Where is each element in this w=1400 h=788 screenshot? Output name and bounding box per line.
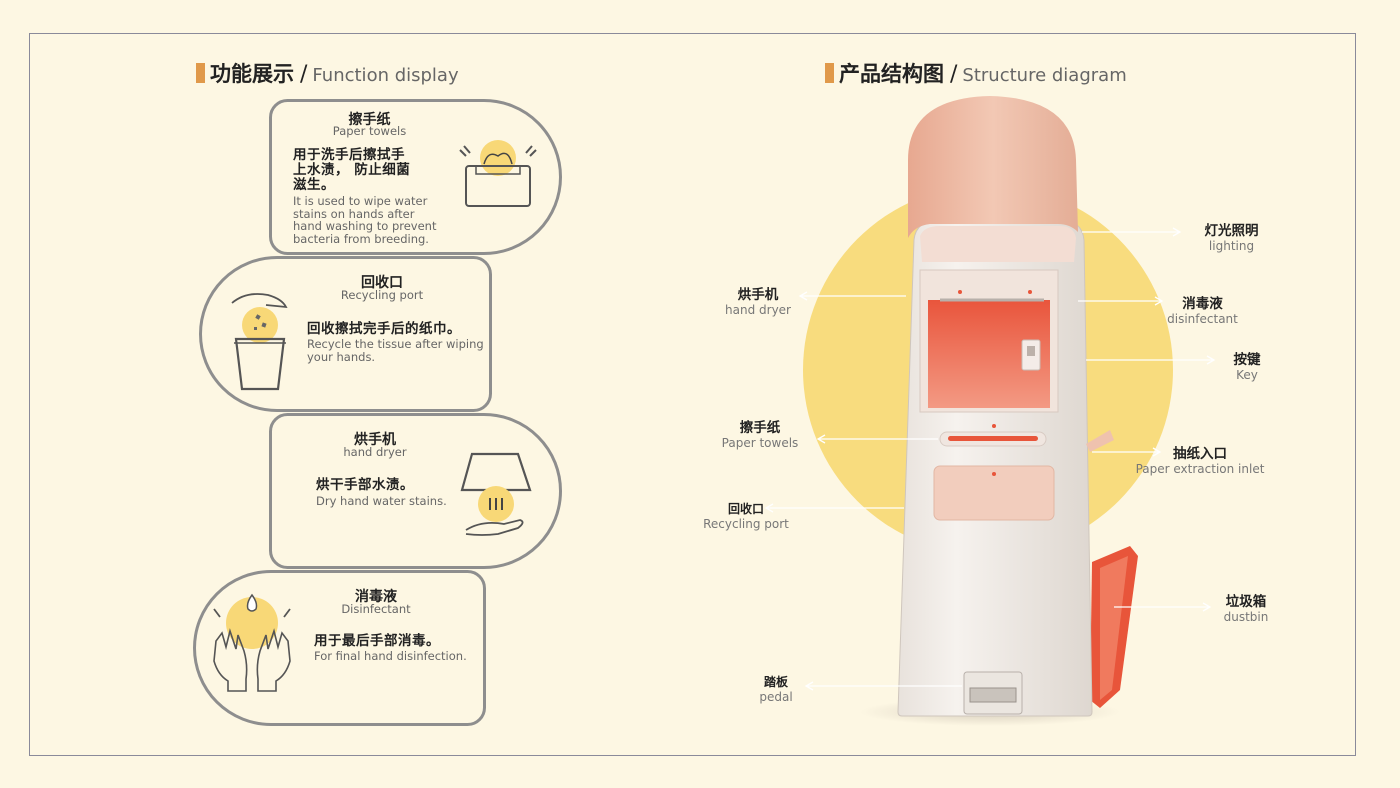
leader-lines — [764, 227, 1216, 691]
pedal-plate — [969, 687, 1017, 703]
label-disinfectant: 消毒液 disinfectant — [1167, 296, 1238, 326]
key-indicator — [1027, 346, 1035, 356]
label-recycling-port: 回收口 Recycling port — [703, 502, 789, 531]
label-dustbin: 垃圾箱 dustbin — [1223, 594, 1269, 624]
card-desc-en: It is used to wipe water stains on hands… — [293, 194, 437, 246]
tissue-box-icon — [459, 140, 537, 207]
recycle-cup-icon — [231, 293, 288, 391]
card-desc-zh: 回收擦拭完手后的纸巾。 — [307, 321, 461, 337]
card-desc-zh: 烘干手部水渍。 — [316, 477, 414, 493]
card-desc-en: Dry hand water stains. — [316, 494, 447, 508]
card-title-zh: 擦手纸 — [348, 112, 391, 128]
function-title-zh: 功能展示 — [210, 62, 294, 86]
card-paper-towels: 擦手纸 Paper towels 用于洗手后擦拭手 上水渍， 防止细菌 滋生。 … — [269, 99, 562, 255]
title-accent-bar — [196, 63, 205, 83]
page-frame — [29, 33, 1356, 756]
dustbin-inner — [1100, 556, 1128, 700]
leader-lighting-arrowhead — [1172, 227, 1182, 237]
leader-key-arrowhead — [1206, 355, 1216, 365]
card-desc-zh: 用于洗手后擦拭手 上水渍， 防止细菌 滋生。 — [293, 147, 411, 193]
card-desc-zh: 用于最后手部消毒。 — [314, 633, 440, 649]
label-lighting: 灯光照明 lighting — [1204, 223, 1259, 253]
label-paper-inlet: 抽纸入口 Paper extraction inlet — [1135, 446, 1265, 476]
paper-slot — [948, 436, 1038, 441]
card-title-en: Disinfectant — [341, 602, 411, 616]
card-title-en: hand dryer — [343, 445, 407, 459]
title-accent-bar — [825, 63, 834, 83]
label-key: 按键 Key — [1233, 352, 1261, 382]
leader-hand-dryer-arrowhead — [798, 291, 808, 301]
leader-disinfectant-arrowhead — [1154, 296, 1164, 306]
leader-dustbin-arrowhead — [1202, 602, 1212, 612]
label-pedal: 踏板 pedal — [759, 675, 793, 704]
paper-inlet-flap — [1086, 430, 1114, 452]
card-disinfectant: 消毒液 Disinfectant 用于最后手部消毒。 For final han… — [193, 570, 486, 726]
card-hand-dryer: 烘手机 hand dryer 烘干手部水渍。 Dry hand water st… — [269, 413, 562, 569]
card-title-zh: 烘手机 — [354, 432, 396, 448]
leader-pedal-arrowhead — [804, 681, 814, 691]
leader-recycling-port-arrowhead — [764, 503, 774, 513]
leader-paper-inlet-arrowhead — [1152, 447, 1162, 457]
structure-title-en: Structure diagram — [962, 65, 1127, 86]
leader-paper-towels-arrowhead — [816, 434, 826, 444]
card-desc-en: For final hand disinfection. — [314, 649, 467, 663]
structure-section-title: 产品结构图 / Structure diagram — [825, 58, 1127, 88]
card-recycling-port: 回收口 Recycling port 回收擦拭完手后的纸巾。 Recycle t… — [199, 256, 492, 412]
disinfect-hands-icon — [213, 593, 291, 692]
recycling-port-window — [933, 465, 1055, 521]
card-title-zh: 消毒液 — [355, 589, 397, 605]
hand-dryer-icon — [460, 452, 532, 536]
card-desc-en: Recycle the tissue after wiping your han… — [307, 337, 484, 364]
card-title-en: Paper towels — [332, 124, 407, 138]
function-title-en: Function display — [312, 65, 459, 86]
function-section-title: 功能展示 / Function display — [196, 58, 459, 88]
card-title-zh: 回收口 — [361, 275, 403, 291]
machine-hood — [908, 96, 1078, 238]
light-panel — [920, 226, 1076, 262]
label-hand-dryer: 烘手机 hand dryer — [725, 287, 791, 317]
structure-title-zh: 产品结构图 — [839, 62, 944, 86]
label-paper-towels: 擦手纸 Paper towels — [721, 420, 799, 450]
title-slash: / — [950, 62, 958, 87]
title-slash: / — [300, 62, 308, 87]
card-title-en: Recycling port — [340, 288, 424, 302]
